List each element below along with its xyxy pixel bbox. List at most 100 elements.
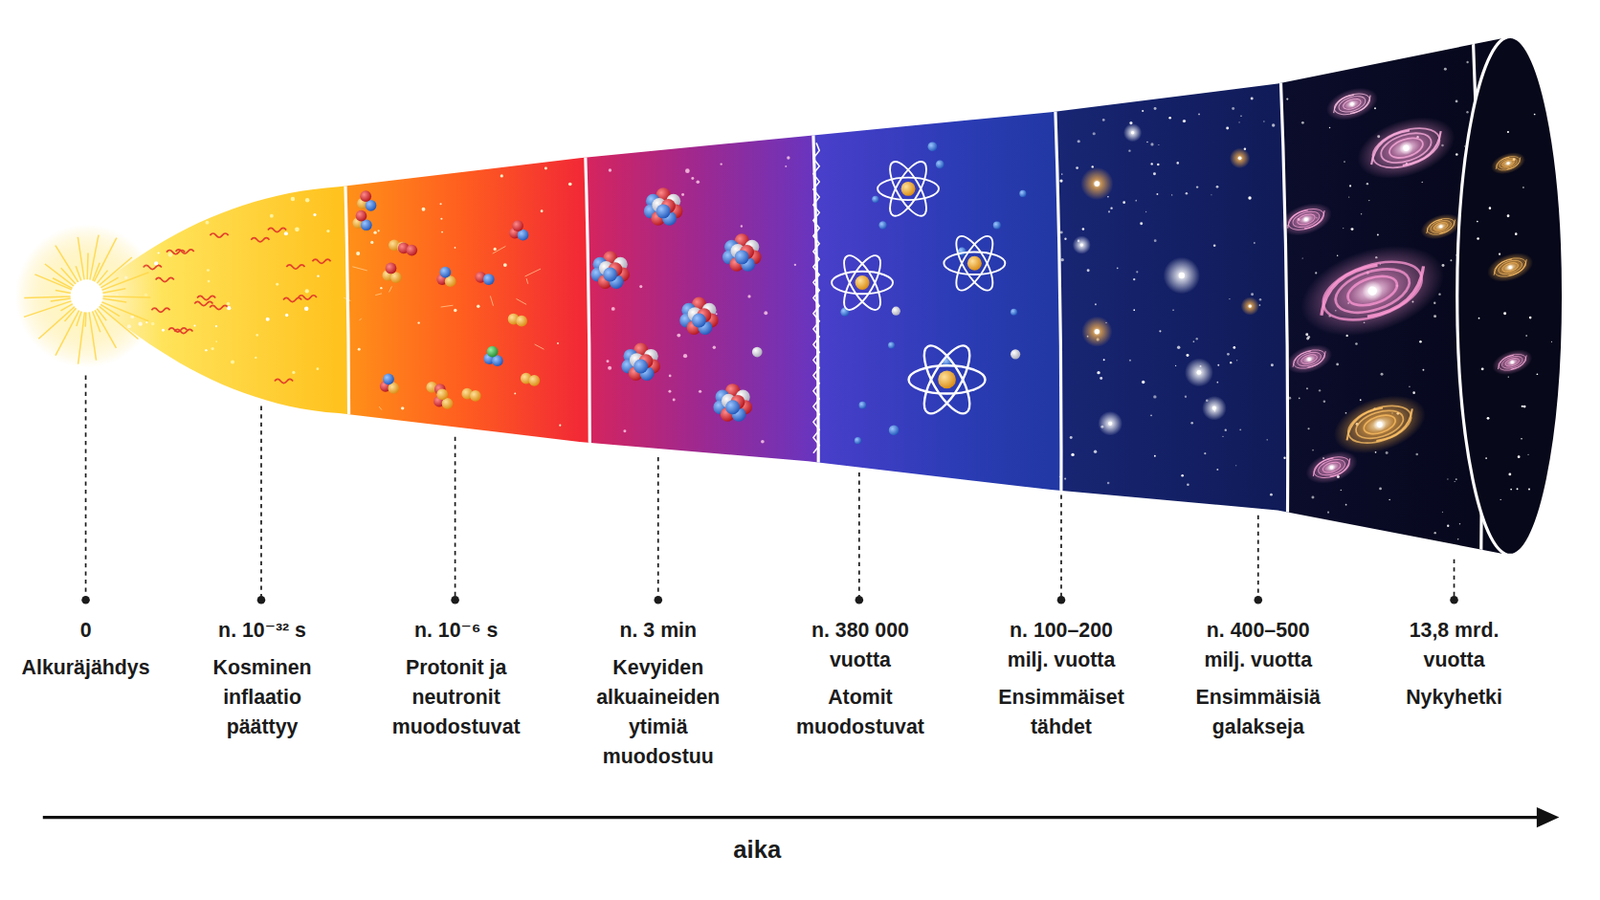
sparkle	[193, 324, 196, 327]
galaxy-core	[1359, 278, 1386, 305]
star	[1259, 298, 1263, 302]
time-label: n. 10⁻⁶ s	[369, 615, 543, 645]
star	[1498, 253, 1501, 256]
galaxy-ring	[1344, 270, 1401, 312]
star	[1340, 489, 1342, 491]
star	[1438, 293, 1441, 296]
star	[1094, 303, 1097, 306]
galaxy-ring	[1496, 351, 1529, 374]
star	[1075, 166, 1079, 170]
quark-ball	[436, 388, 448, 400]
sparkle	[503, 263, 508, 267]
particle-track	[375, 293, 382, 296]
galaxy-ring	[1361, 411, 1399, 438]
star	[1301, 121, 1305, 125]
sparkle	[513, 392, 516, 395]
star	[1478, 317, 1481, 320]
galaxy-glow	[1488, 148, 1529, 178]
star	[1250, 292, 1254, 296]
time-label: n. 3 min	[571, 615, 745, 645]
galaxy-arm	[1284, 204, 1329, 234]
star	[1318, 389, 1321, 392]
star	[1064, 238, 1067, 241]
star	[1156, 163, 1160, 167]
star	[1433, 302, 1436, 305]
quark-ball	[405, 244, 418, 257]
event-label: Kevyiden alkuaineiden ytimiä muodostuu	[586, 653, 730, 773]
star	[1345, 504, 1348, 507]
star	[1454, 481, 1456, 483]
galaxy-core	[1439, 224, 1443, 228]
electron-ball	[993, 222, 1001, 230]
star	[1153, 395, 1156, 399]
star	[1247, 196, 1251, 200]
energy-squiggle	[283, 297, 302, 302]
star	[1250, 96, 1254, 100]
atom-orbit	[949, 231, 1000, 296]
galaxy-ring	[1290, 346, 1328, 373]
sparkle	[304, 307, 309, 312]
atom-nucleus	[967, 256, 982, 271]
star	[1529, 316, 1533, 320]
star-glow	[1123, 123, 1142, 142]
galaxy	[1488, 148, 1529, 178]
sparkle	[305, 198, 310, 202]
star	[1408, 385, 1411, 388]
quark-ball	[469, 390, 482, 402]
star	[1433, 314, 1437, 318]
energy-squiggle	[311, 259, 331, 264]
galaxy-ring	[1295, 212, 1316, 227]
galaxy-arm	[1310, 452, 1355, 482]
sparkle	[698, 390, 702, 394]
energy-squiggle	[286, 265, 305, 269]
star	[1523, 405, 1527, 409]
star	[1108, 210, 1111, 213]
particle-track	[352, 266, 367, 271]
nucleon-ball	[656, 203, 671, 219]
time-dot	[257, 596, 267, 605]
cone-end-cap	[1457, 36, 1564, 556]
sparkle	[476, 305, 480, 309]
sparkle	[747, 294, 751, 298]
atom-icon	[877, 156, 939, 222]
star-core	[1248, 304, 1252, 308]
star	[1060, 258, 1064, 262]
time-label: n. 100–200 milj. vuotta	[989, 615, 1133, 675]
star	[1129, 359, 1132, 362]
event-label: Alkuräjähdys	[9, 653, 163, 684]
era-boundary	[1277, 0, 1289, 900]
galaxy-arm	[1311, 250, 1434, 332]
star	[1172, 310, 1174, 312]
atom-nucleus	[855, 275, 870, 290]
event-label: Protonit ja neutronit muodostuvat	[384, 653, 528, 743]
era-details	[115, 61, 1469, 541]
atom-orbit	[837, 250, 888, 315]
star	[1305, 333, 1309, 336]
leader-line	[260, 406, 263, 597]
star	[1176, 161, 1179, 165]
sparkle	[784, 165, 787, 168]
galaxy-ring	[1501, 158, 1515, 169]
sparkle	[493, 247, 497, 251]
galaxy-glow	[1301, 444, 1361, 489]
star	[1415, 453, 1419, 457]
star	[1186, 483, 1190, 487]
sparkle	[685, 168, 690, 174]
sparkle	[290, 197, 295, 201]
sparkle	[255, 333, 259, 337]
star	[1348, 196, 1350, 198]
galaxy-core	[1376, 421, 1384, 429]
star	[1476, 237, 1480, 241]
star	[1190, 422, 1194, 425]
galaxy-ring	[1295, 350, 1323, 370]
star-glow	[1081, 316, 1112, 348]
star-core	[1196, 370, 1201, 376]
star	[1412, 391, 1416, 395]
star	[1446, 525, 1449, 528]
galaxy-ring	[1336, 93, 1368, 116]
star	[1116, 266, 1119, 269]
star-glow	[1241, 296, 1260, 315]
event-label: Nykyhetki	[1382, 683, 1526, 713]
galaxy	[1282, 339, 1335, 379]
galaxy-core	[1305, 355, 1314, 364]
